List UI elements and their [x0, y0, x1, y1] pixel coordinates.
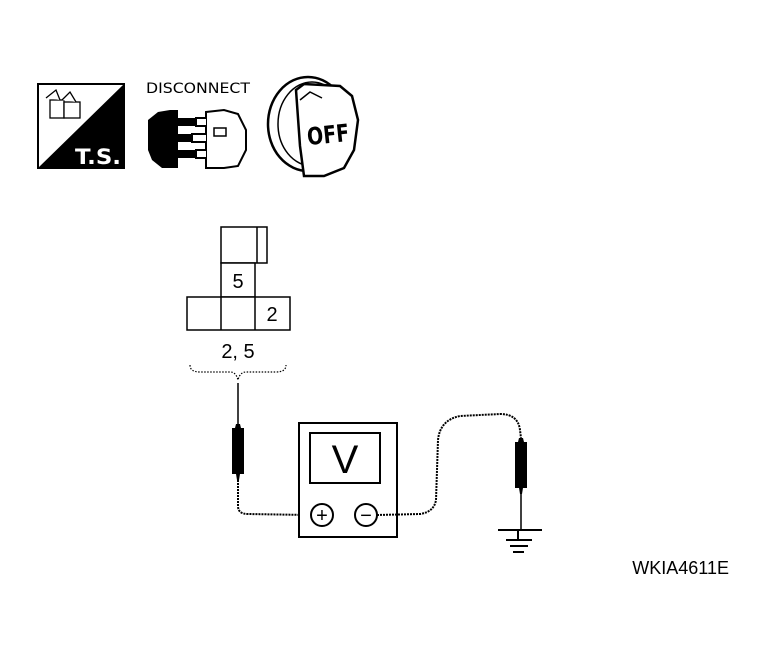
positive-terminal-jack: +: [310, 503, 334, 527]
connector-terminal-5: 5: [232, 271, 243, 293]
negative-test-probe: [376, 412, 527, 530]
ignition-key-off-icon: OFF: [266, 75, 360, 178]
disconnect-connector-icon: DISCONNECT: [146, 81, 250, 169]
voltmeter-display: V: [332, 438, 359, 482]
ignition-off-label: OFF: [306, 119, 351, 151]
positive-test-probe: [232, 383, 309, 516]
ground-symbol-icon: [498, 529, 542, 553]
probe-terminals-label: 2, 5: [221, 341, 254, 363]
terminal-brace: [189, 364, 287, 381]
negative-terminal-symbol: −: [360, 505, 372, 527]
disconnect-label: DISCONNECT: [146, 81, 250, 97]
negative-terminal-jack: −: [354, 503, 378, 527]
positive-terminal-symbol: +: [316, 505, 328, 527]
harness-connector-face-icon: [186, 226, 291, 331]
test-symbol-label: T.S.: [75, 145, 121, 169]
connector-terminal-2: 2: [266, 304, 277, 326]
test-symbol-icon: T.S.: [37, 83, 125, 169]
figure-code: WKIA4611E: [632, 558, 729, 578]
voltmeter-icon: V + −: [298, 422, 398, 538]
